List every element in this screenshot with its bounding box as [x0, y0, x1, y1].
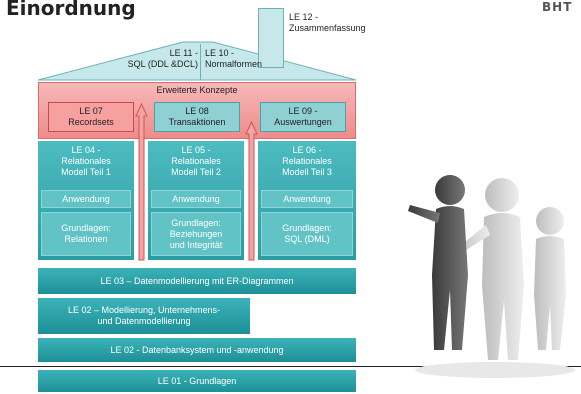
le06-anwendung: Anwendung: [261, 190, 353, 208]
le02-datenbanksystem-band: LE 02 - Datenbanksystem und -anwendung: [38, 338, 356, 362]
le10-box: LE 10 -Normalformen: [205, 48, 263, 69]
le11-box: LE 11 -SQL (DDL &DCL): [127, 48, 198, 69]
le03-band: LE 03 – Datenmodellierung mit ER-Diagram…: [38, 268, 356, 294]
le02-modellierung-band: LE 02 – Modellierung, Unternehmens-und D…: [38, 298, 250, 334]
page-title: Einordnung: [6, 0, 136, 20]
arrow-left: [135, 102, 148, 261]
three-figures-illustration: [408, 175, 575, 378]
chimney: [258, 8, 284, 68]
advanced-concepts-heading: Erweiterte Konzepte: [156, 85, 238, 95]
le05-anwendung: Anwendung: [151, 190, 241, 208]
le04-grundlagen: Grundlagen:Relationen: [41, 212, 131, 256]
arrow-right: [245, 120, 258, 261]
le12-label: LE 12 -Zusammenfassung: [289, 12, 366, 33]
divider-line: [0, 366, 581, 367]
le09-box: LE 09 -Auswertungen: [260, 102, 346, 132]
roof-shape: [38, 41, 357, 81]
le06-grundlagen: Grundlagen:SQL (DML): [261, 212, 353, 256]
le04-anwendung: Anwendung: [41, 190, 131, 208]
roof-divider: [200, 44, 201, 80]
le01-band: LE 01 - Grundlagen: [38, 370, 356, 392]
bht-logo: BHT: [542, 0, 573, 14]
